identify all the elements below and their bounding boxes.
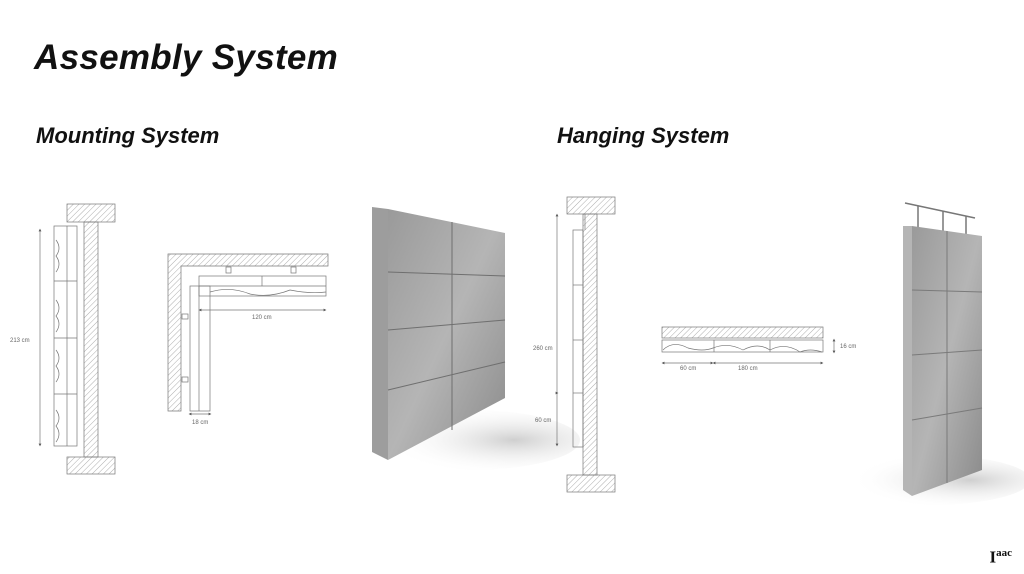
hanging-lower-label: 60 cm (535, 418, 551, 424)
slide-title: Assembly System (34, 38, 339, 77)
hanging-height-label: 260 cm (533, 346, 553, 352)
mounting-plan-width-label: 120 cm (252, 315, 272, 321)
hanging-panel-render (830, 202, 1024, 505)
mounting-plan-depth-label: 18 cm (192, 420, 208, 426)
hanging-system-heading: Hanging System (557, 123, 730, 148)
hanging-section-drawing (555, 196, 616, 493)
hanging-plan-depth-label: 16 cm (840, 344, 856, 350)
mounting-system-heading: Mounting System (36, 123, 220, 148)
mounting-plan-drawing (167, 253, 329, 416)
mounting-panel-render (360, 207, 580, 470)
mounting-section-drawing (38, 203, 116, 475)
hanging-plan-drawing (661, 326, 836, 365)
mounting-height-label: 213 cm (10, 338, 30, 344)
hanging-plan-segment-b-label: 180 cm (738, 366, 758, 372)
hanging-plan-segment-a-label: 60 cm (680, 366, 696, 372)
iaac-logo: Iaac (989, 547, 1012, 567)
